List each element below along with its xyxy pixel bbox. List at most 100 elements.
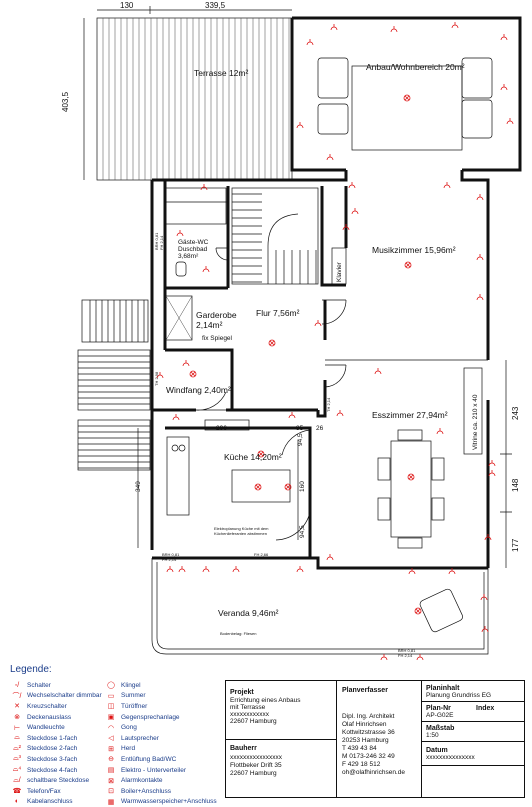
planverfasser-line: Kottwitzstrasse 36 (342, 729, 395, 736)
room-musik: Musikzimmer 15,96m² (372, 245, 456, 255)
door-swings (195, 247, 347, 550)
shower-tray (165, 187, 227, 225)
socket-icon (330, 24, 338, 31)
socket-icon (443, 182, 451, 189)
room-kueche: Küche 14,20m² (224, 452, 282, 462)
label-fix-spiegel: fix Spiegel (202, 335, 233, 342)
intercom-icon: ▣ (107, 714, 115, 722)
legend-item: ▦ Warmwasserspeicher+Anschluss (104, 797, 217, 807)
brh-label: BRH 0,81 (154, 232, 159, 250)
legend-label: Türöffner (121, 702, 148, 710)
legend-label: Entlüftung Bad/WC (121, 755, 177, 763)
legend-item: ▣ Gegensprechanlage (104, 712, 217, 723)
socket-4-icon: ⌓⁴ (12, 766, 22, 774)
socket-icon (448, 568, 456, 575)
room-garderobe-1: Garderobe (196, 310, 237, 320)
stove-icon: ⊞ (108, 745, 114, 753)
legend-item: ◠Gong (104, 722, 217, 733)
room-esszimmer: Esszimmer 27,94m² (372, 410, 448, 420)
legend: Legende: ◦/Schalter⌒/Wechselschalter dim… (4, 664, 222, 806)
legend-label: Gegensprechanlage (121, 713, 180, 721)
projekt-line: xxxxxxxxxxxx (230, 711, 269, 718)
plannr-heading: Plan-Nr (426, 705, 451, 712)
socket-icon (176, 230, 184, 237)
switch-icon: ◦/ (14, 681, 20, 689)
dim-339: 339,5 (205, 1, 226, 10)
legend-label: Alarmkontakte (121, 777, 163, 785)
projekt-line: mit Terrasse (230, 704, 266, 711)
dim-130: 130 (120, 1, 134, 10)
projekt-heading: Projekt (230, 689, 254, 696)
legend-label: Kabelanschluss (27, 798, 73, 806)
dining-table (377, 429, 445, 549)
legend-item: ◫Türöffner (104, 701, 217, 712)
sofa-group (317, 57, 493, 151)
socket-icon (436, 428, 444, 435)
brh-label: BRH 0,81 (398, 648, 416, 653)
socket-icon (182, 360, 190, 367)
legend-item: ◐Kabelanschluss (10, 797, 102, 807)
socket-icon (232, 566, 240, 573)
planverfasser-line: M 0173-246 32 49 (342, 753, 395, 760)
socket-icon (476, 194, 484, 201)
legend-item: ✕Kreuzschalter (10, 701, 102, 712)
legend-item: ☎Telefon/Fax (10, 786, 102, 797)
legend-label: Steckdose 2-fach (27, 745, 78, 753)
interior-walls (152, 180, 488, 558)
dimension-lines (83, 6, 512, 568)
socket-icon (408, 568, 416, 575)
plannr-value: AP-G02E (426, 712, 454, 719)
planverfasser-line: F 429 18 512 (342, 761, 381, 768)
socket-icon (476, 294, 484, 301)
socket-icon (172, 414, 180, 421)
label-klavier: Klavier (336, 261, 343, 282)
kitchen-counter (166, 436, 190, 516)
legend-item: ⊞ Herd (104, 744, 217, 755)
buzzer-icon: ▭ (107, 692, 115, 700)
planverfasser-line: T 439 43 84 (342, 745, 377, 752)
socket-icon (296, 566, 304, 573)
socket-icon (481, 626, 489, 633)
planverfasser-heading: Planverfasser (342, 687, 388, 694)
legend-column-right: ◯Klingel▭Summer◫Türöffner▣Gegensprechanl… (104, 680, 217, 807)
socket-icon (296, 122, 304, 129)
dim-160: 160 (299, 481, 306, 492)
fh-label: FH 2,14 (159, 235, 164, 250)
legend-item: ▭Summer (104, 691, 217, 702)
legend-item: ⊖Entlüftung Bad/WC (104, 754, 217, 765)
ceiling-outlet-icon (254, 483, 262, 491)
legend-item: ⊗Deckenauslass (10, 712, 102, 723)
dim-403: 403,5 (61, 91, 70, 112)
datum-value: xxxxxxxxxxxxxxx (426, 754, 475, 761)
legend-label: Warmwasserspeicher+Anschluss (121, 798, 217, 806)
ceiling-outlet-icon (257, 450, 265, 458)
dim-349: 349 (135, 481, 142, 492)
datum-heading: Datum (426, 747, 448, 754)
legend-item: ◦/Schalter (10, 680, 102, 691)
legend-item: ◁Lautsprecher (104, 733, 217, 744)
note-elektro-1: Elektroplanung Küche mit dem (214, 526, 269, 531)
heat-storage-icon: ▦ (107, 798, 115, 806)
projekt-line: 22607 Hamburg (230, 718, 277, 725)
hob-ring (171, 444, 179, 452)
legend-label: Herd (121, 745, 136, 753)
vitrine-cabinet (463, 367, 483, 455)
legend-label: Lautsprecher (121, 734, 159, 742)
legend-label: Wandleuchte (27, 724, 65, 732)
legend-item: ⊡Boiler+Anschluss (104, 786, 217, 797)
room-flur: Flur 7,56m² (256, 308, 300, 318)
socket-3-icon: ⌓³ (13, 755, 21, 763)
entrance-steps (77, 299, 151, 471)
planinhalt-heading: Planinhalt (426, 685, 460, 692)
legend-label: Kreuzschalter (27, 702, 67, 710)
socket-icon (390, 26, 398, 33)
massstab-heading: Maßstab (426, 725, 455, 732)
socket-icon (380, 654, 388, 661)
socket-icon (506, 118, 514, 125)
legend-label: Telefon/Fax (27, 787, 61, 795)
bauherr-line: Flottbeker Drift 35 (230, 762, 282, 769)
planverfasser-line: 20253 Hamburg (342, 737, 389, 744)
ceiling-outlet-icon (404, 261, 412, 269)
